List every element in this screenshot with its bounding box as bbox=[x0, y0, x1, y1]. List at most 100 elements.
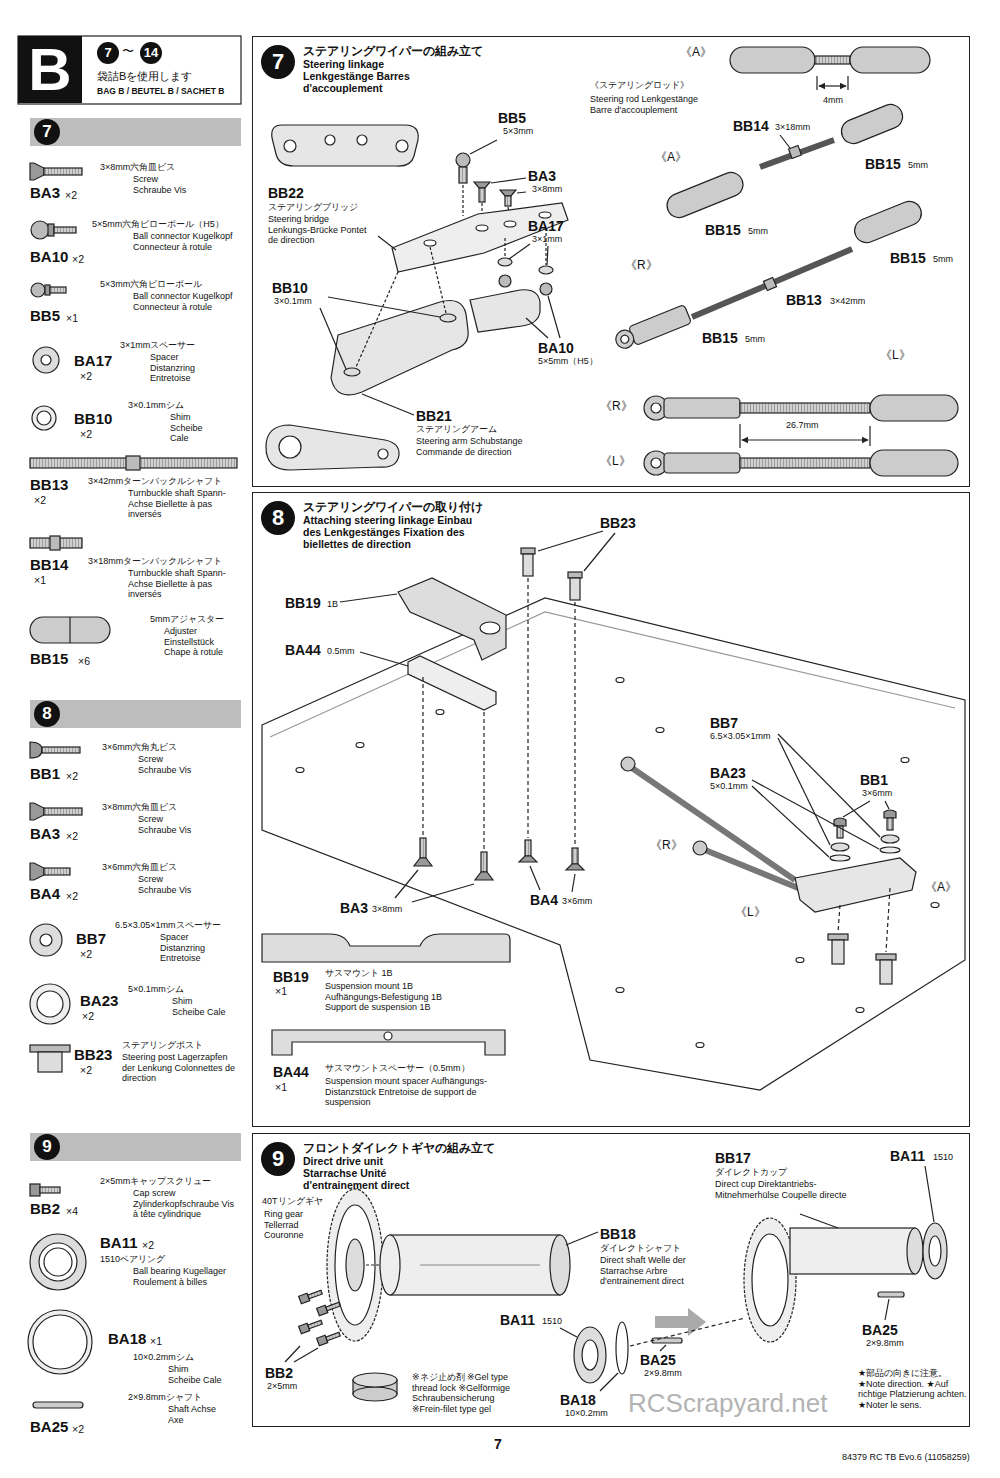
view-tag: 〜 bbox=[122, 44, 134, 58]
dimension: 1510 bbox=[542, 1316, 562, 1327]
part-code: BB15 bbox=[705, 222, 741, 239]
step-band: 7 bbox=[30, 118, 241, 146]
quantity: ×4 bbox=[66, 1205, 78, 1218]
part-name-jp: 1510ベアリング bbox=[100, 1254, 165, 1265]
part-name: Direct cup Direktantriebs-Mitnehmerhülse… bbox=[715, 1179, 865, 1200]
part-name-jp: 2×5mmキャップスクリュー bbox=[100, 1176, 211, 1187]
part-name-jp: ステアリングブリッジ bbox=[268, 202, 358, 213]
part-name-jp: 10×0.2mmシム bbox=[133, 1352, 194, 1363]
part-code: BB5 bbox=[498, 110, 526, 127]
quantity: ×2 bbox=[66, 890, 78, 903]
part-code: BA18 bbox=[108, 1330, 146, 1348]
part-name: Steering bridge Lenkungs-Brücke Pontet d… bbox=[268, 214, 373, 246]
section-letter: B bbox=[18, 36, 82, 103]
part-name-jp: 3×6mm六角丸ビス bbox=[102, 742, 177, 753]
part-code: BA3 bbox=[30, 825, 60, 843]
part-name-jp: 3×1mmスペーサー bbox=[120, 340, 195, 351]
part-name: Cap screw Zylinderkopfschraube Vis à têt… bbox=[133, 1188, 241, 1220]
view-tag: 《R》 bbox=[600, 399, 633, 413]
part-code: BB1 bbox=[30, 765, 60, 783]
part-name-jp: 5mmアジャスター bbox=[150, 614, 224, 625]
part-name: Screw Schraube Vis bbox=[138, 754, 193, 775]
part-code: BB18 bbox=[600, 1226, 636, 1243]
dimension: 5×0.1mm bbox=[710, 781, 748, 792]
part-code: BA11 bbox=[500, 1312, 535, 1329]
part-name-jp: 3×0.1mmシム bbox=[128, 400, 184, 411]
quantity: ×2 bbox=[82, 1010, 94, 1023]
part-code: BA44 bbox=[273, 1064, 309, 1081]
part-name-jp: 40Tリングギヤ bbox=[262, 1196, 323, 1207]
part-name: Direct shaft Welle der Starrachse Arbre … bbox=[600, 1255, 695, 1287]
part-name-jp: ダイレクトシャフト bbox=[600, 1243, 681, 1254]
part-name: ★部品の向きに注意。 ★Note direction. ★Auf richtig… bbox=[858, 1368, 970, 1410]
part-name-jp: ステアリングアーム bbox=[416, 424, 497, 435]
step-title: Direct drive unit Starrachse Unité d'ent… bbox=[303, 1155, 438, 1191]
quantity: ×2 bbox=[34, 494, 46, 507]
part-code: BA10 bbox=[538, 340, 574, 357]
quantity: ×2 bbox=[80, 1064, 92, 1077]
quantity: ×2 bbox=[72, 253, 84, 266]
view-tag: 《L》 bbox=[735, 905, 766, 919]
part-name-jp: ダイレクトカップ bbox=[715, 1167, 787, 1178]
part-code: BA18 bbox=[560, 1392, 596, 1409]
part-name: Spacer Distanzring Entretoise bbox=[150, 352, 220, 384]
part-code: BA23 bbox=[710, 765, 746, 782]
view-tag: 《L》 bbox=[600, 454, 631, 468]
part-code: BB2 bbox=[265, 1365, 293, 1382]
part-code: BA3 bbox=[30, 184, 60, 202]
part-name-jp: 5×3mm六角ピローボール bbox=[100, 279, 202, 290]
bag-note: BAG B / BEUTEL B / SACHET B bbox=[97, 86, 224, 96]
part-name: Shim Scheibe Cale bbox=[168, 1364, 223, 1385]
step-number: 9 bbox=[261, 1142, 295, 1176]
part-code: BB1 bbox=[860, 772, 888, 789]
step-range-number: 14 bbox=[140, 42, 162, 64]
quantity: ×2 bbox=[142, 1239, 154, 1252]
part-code: BA4 bbox=[530, 892, 558, 909]
dimension: 1B bbox=[327, 599, 338, 610]
dimension: 5mm bbox=[748, 226, 768, 237]
step-number: 14 bbox=[140, 42, 162, 64]
part-code: BB15 bbox=[865, 156, 901, 173]
part-name: Shaft Achse Axe bbox=[168, 1404, 218, 1425]
step-title-jp: フロントダイレクトギヤの組み立て bbox=[303, 1140, 495, 1157]
part-name: Turnbuckle shaft Spann-Achse Biellette à… bbox=[128, 488, 240, 520]
section-badge: B bbox=[18, 36, 82, 103]
quantity: ×2 bbox=[80, 370, 92, 383]
part-code: BB13 bbox=[30, 476, 68, 494]
part-code: BA3 bbox=[528, 168, 556, 185]
quantity: ×2 bbox=[80, 428, 92, 441]
part-code: BB14 bbox=[733, 118, 769, 135]
dimension: 10×0.2mm bbox=[565, 1408, 608, 1419]
part-name: Adjuster Einstellstück Chape à rotule bbox=[164, 626, 239, 658]
dimension: 2×5mm bbox=[267, 1381, 297, 1392]
step-number: 9 bbox=[34, 1134, 60, 1160]
step-title-jp: ステアリングワイパーの取り付け bbox=[303, 499, 483, 516]
view-tag: 《A》 bbox=[925, 880, 957, 894]
part-code: BB15 bbox=[890, 250, 926, 267]
part-name: Screw Schraube Vis bbox=[133, 174, 188, 195]
step-title-jp: ステアリングワイパーの組み立て bbox=[303, 43, 483, 60]
dimension: 2×9.8mm bbox=[644, 1368, 682, 1379]
dimension: 5mm bbox=[933, 254, 953, 265]
part-code: BA10 bbox=[30, 248, 68, 266]
dimension: 3×1mm bbox=[532, 234, 562, 245]
part-name-jp: 5×5mm六角ピローボール（H5） bbox=[92, 219, 224, 230]
part-name: Ball connector Kugelkopf Connecteur à ro… bbox=[133, 291, 233, 312]
view-tag: 《R》 bbox=[650, 838, 683, 852]
dimension: 3×8mm bbox=[532, 184, 562, 195]
step-number: 7 bbox=[97, 42, 119, 64]
part-name-jp: 5×0.1mmシム bbox=[128, 984, 184, 995]
part-code: BB10 bbox=[272, 280, 308, 297]
part-code: BB7 bbox=[710, 715, 738, 732]
step-number: 7 bbox=[261, 45, 295, 79]
quantity: ×2 bbox=[72, 1423, 84, 1436]
part-code: BA3 bbox=[340, 900, 368, 917]
dimension: 3×18mm bbox=[775, 122, 810, 133]
part-code: BB13 bbox=[786, 292, 822, 309]
part-code: BB15 bbox=[30, 650, 68, 668]
part-code: BA11 bbox=[890, 1148, 925, 1165]
dimension: 0.5mm bbox=[327, 646, 355, 657]
step-panel: 8ステアリングワイパーの取り付けAttaching steering linka… bbox=[252, 492, 970, 1127]
quantity: ×1 bbox=[150, 1335, 162, 1348]
view-tag: 《A》 bbox=[655, 150, 687, 164]
